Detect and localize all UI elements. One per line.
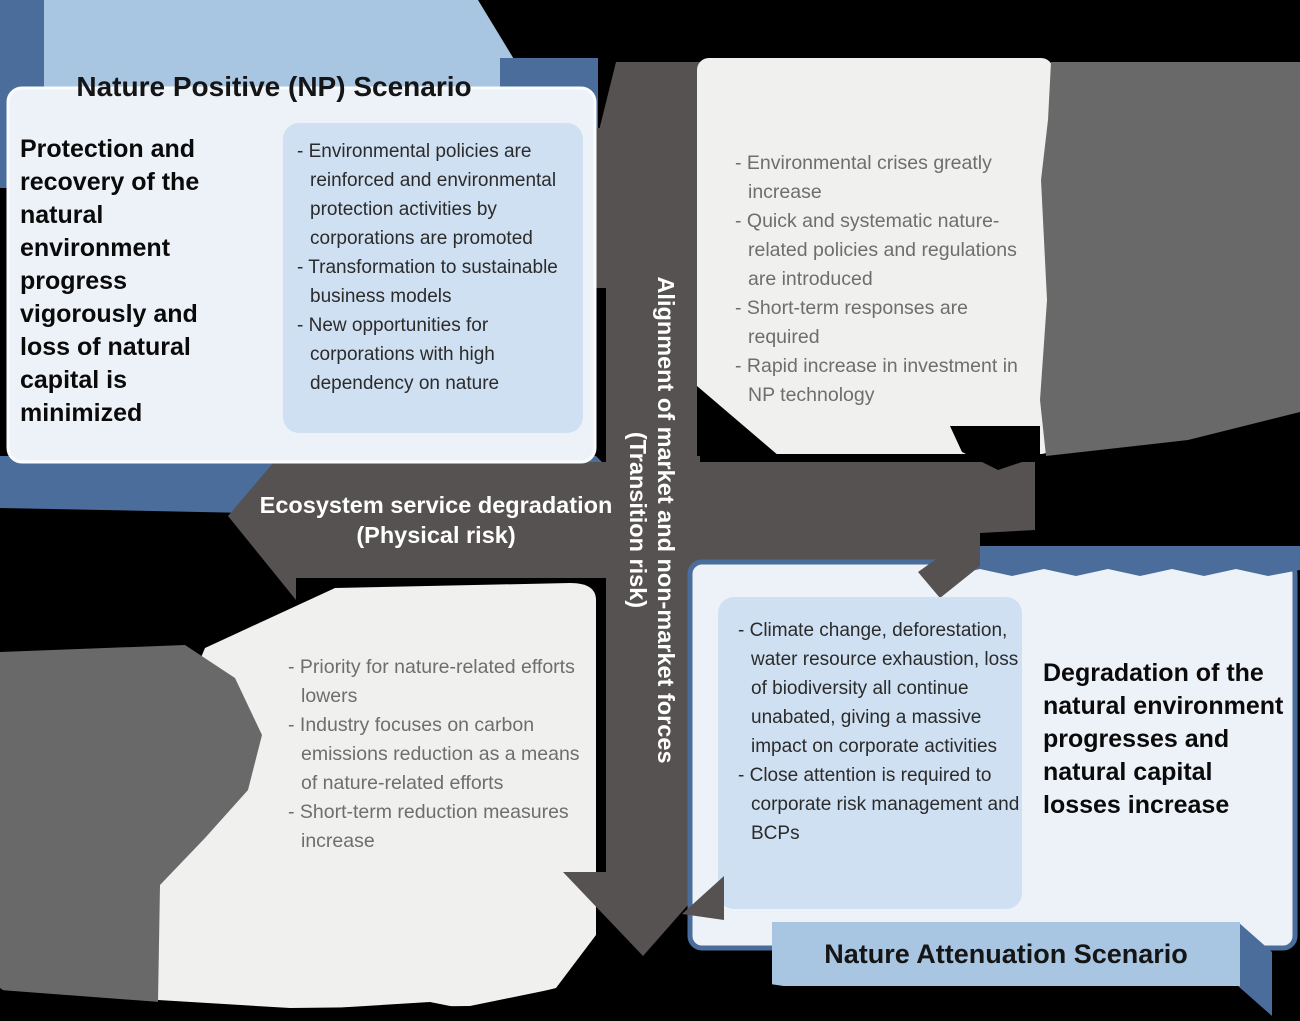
na-summary-text: Degradation of the natural environment p…	[1043, 659, 1284, 819]
na-bullet-1: - Climate change, deforestation, water r…	[738, 620, 1019, 757]
horizontal-axis-title: Ecosystem service degradation	[259, 492, 613, 518]
na-scenario-title: Nature Attenuation Scenario	[824, 939, 1188, 969]
vertical-axis-bottom-arrowhead	[563, 872, 717, 956]
top-right-panel-tail-cut	[950, 426, 1040, 470]
na-bullet-box	[718, 597, 1022, 909]
top-right-bullet-1: - Environmental crises greatly increase	[735, 152, 992, 203]
na-ribbon-right	[1238, 922, 1272, 1016]
top-right-gray-blob	[1040, 62, 1300, 456]
horizontal-axis-subtitle: (Physical risk)	[356, 522, 516, 548]
bottom-left-gray-blob	[0, 645, 262, 1008]
bottom-left-bullet-list: - Priority for nature-related efforts lo…	[288, 653, 586, 856]
vertical-axis-title: Alignment of market and non-market force…	[653, 276, 679, 764]
np-bullet-box	[283, 123, 583, 433]
np-bullet-3: - New opportunities for corporations wit…	[297, 315, 500, 394]
na-bullet-2: - Close attention is required to corpora…	[738, 765, 1020, 844]
horizontal-axis-down-tail	[918, 528, 980, 598]
na-title-band-shape	[772, 922, 1240, 986]
np-bullet-list: - Environmental policies are reinforced …	[297, 137, 571, 398]
horizontal-axis-label: Ecosystem service degradation (Physical …	[248, 490, 624, 550]
bottom-left-bullet-2: - Industry focuses on carbon emissions r…	[288, 714, 580, 794]
top-right-bullet-2: - Quick and systematic nature-related po…	[735, 210, 1017, 290]
top-right-panel-corner-cut	[697, 386, 779, 456]
na-ribbon-zigzag-top	[958, 546, 1300, 576]
np-scenario-title: Nature Positive (NP) Scenario	[76, 71, 472, 102]
vertical-axis-subtitle: (Transition risk)	[625, 431, 651, 609]
bottom-black-band	[0, 935, 596, 1021]
na-bullet-list: - Climate change, deforestation, water r…	[738, 616, 1030, 848]
np-title-band-shape	[44, 0, 546, 112]
na-band-corner-cut	[690, 952, 990, 1021]
top-right-panel	[697, 58, 1053, 454]
bottom-left-bullet-1: - Priority for nature-related efforts lo…	[288, 656, 575, 707]
horizontal-axis-left-arrowhead	[228, 436, 296, 600]
top-right-bullet-4: - Rapid increase in investment in NP tec…	[735, 355, 1018, 406]
np-bullet-2: - Transformation to sustainable business…	[297, 257, 558, 307]
bottom-left-bullet-3: - Short-term reduction measures increase	[288, 801, 569, 852]
vertical-axis-label: Alignment of market and non-market force…	[624, 230, 680, 810]
bottom-left-panel	[158, 583, 596, 1008]
np-summary-text: Protection and recovery of the natural e…	[20, 135, 200, 427]
np-bullet-1: - Environmental policies are reinforced …	[297, 141, 557, 249]
na-bullet-box-tail	[682, 876, 724, 920]
top-right-bullet-list: - Environmental crises greatly increase …	[735, 149, 1031, 410]
top-right-bullet-3: - Short-term responses are required	[735, 297, 969, 348]
vertical-axis-shaft	[606, 285, 700, 875]
